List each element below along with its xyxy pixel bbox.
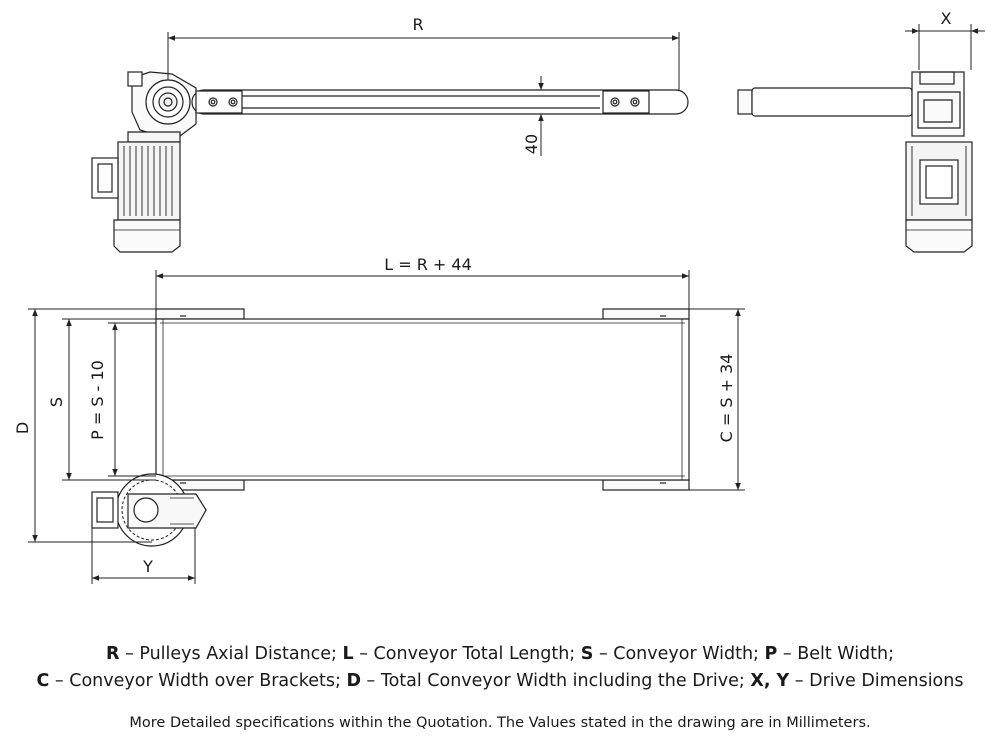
dimension-c-label: C = S + 34 bbox=[717, 354, 736, 443]
legend-text-d: – Total Conveyor Width including the Dri… bbox=[360, 671, 751, 691]
dimension-s-label: S bbox=[47, 397, 66, 407]
dimension-d-label: D bbox=[13, 422, 32, 434]
dimension-r-label: R bbox=[412, 15, 423, 34]
dimension-x bbox=[905, 24, 985, 70]
legend-text-c: – Conveyor Width over Brackets; bbox=[49, 671, 347, 691]
dimension-s bbox=[62, 318, 156, 481]
end-view bbox=[737, 71, 973, 253]
legend-text-xy: – Drive Dimensions bbox=[789, 671, 964, 691]
side-view bbox=[91, 71, 689, 253]
legend-key-s: S bbox=[580, 644, 594, 664]
dimension-y-label: Y bbox=[142, 557, 153, 576]
dimension-c bbox=[689, 308, 745, 491]
dimension-r bbox=[167, 32, 680, 90]
dimension-l-label: L = R + 44 bbox=[384, 255, 472, 274]
legend-key-d: D bbox=[346, 671, 361, 691]
dimension-y bbox=[91, 528, 196, 584]
legend-text-p: – Belt Width; bbox=[777, 644, 895, 664]
dimension-40-label: 40 bbox=[522, 134, 541, 154]
legend-key-l: L bbox=[342, 644, 354, 664]
legend-line-2: C – Conveyor Width over Brackets; D – To… bbox=[0, 671, 1000, 691]
dimension-d bbox=[28, 308, 156, 543]
legend-key-p: P bbox=[764, 644, 778, 664]
top-view bbox=[91, 308, 690, 547]
dimension-p bbox=[108, 322, 156, 477]
legend-text-r: – Pulleys Axial Distance; bbox=[119, 644, 343, 664]
footnote: More Detailed specifications within the … bbox=[129, 715, 871, 731]
legend-key-r: R bbox=[105, 644, 120, 664]
legend-text-s: – Conveyor Width; bbox=[593, 644, 765, 664]
legend-key-xy: X, Y bbox=[750, 671, 790, 691]
dimension-p-label: P = S - 10 bbox=[88, 360, 107, 440]
legend-line-1: R – Pulleys Axial Distance; L – Conveyor… bbox=[0, 644, 1000, 664]
dimension-l bbox=[155, 270, 690, 309]
legend-key-c: C bbox=[36, 671, 50, 691]
legend-text-l: – Conveyor Total Length; bbox=[353, 644, 581, 664]
dimension-x-label: X bbox=[941, 9, 952, 28]
